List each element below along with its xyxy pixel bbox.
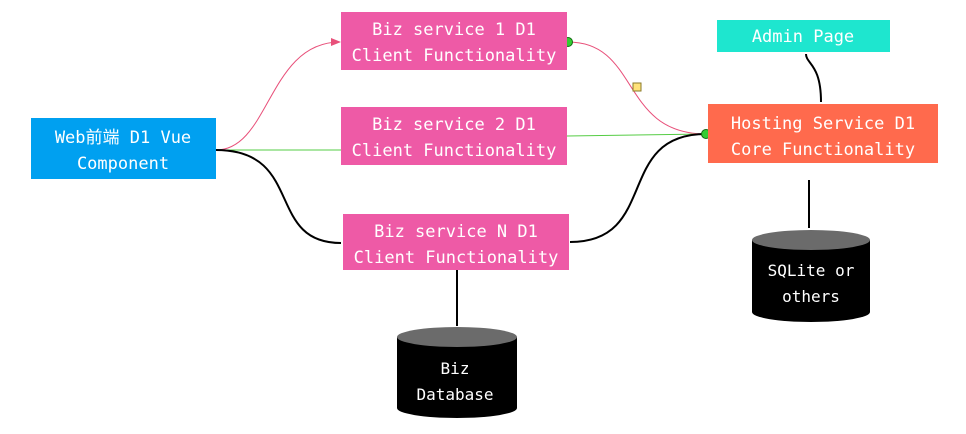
edge-web-to-biz1 (215, 38, 341, 151)
edge-bizN-to-hosting (569, 133, 707, 243)
node-label: Client Functionality (354, 248, 559, 268)
node-label: Hosting Service D1 (731, 114, 915, 134)
node-sqlite-database[interactable]: SQLite or others (752, 230, 870, 322)
node-label: Client Functionality (352, 141, 557, 161)
node-admin-page[interactable]: Admin Page (717, 20, 890, 52)
edge-web-to-bizN (215, 149, 342, 244)
node-label: Biz service N D1 (374, 222, 538, 242)
node-label: Component (77, 154, 169, 174)
node-label: Admin Page (752, 27, 854, 47)
edge-admin-to-hosting (805, 53, 822, 103)
node-label: Client Functionality (352, 46, 557, 66)
node-hosting-service[interactable]: Hosting Service D1 Core Functionality (708, 104, 938, 163)
waypoint-handle[interactable] (632, 82, 642, 92)
node-label: SQLite or (768, 261, 855, 280)
node-biz-service-n[interactable]: Biz service N D1 Client Functionality (343, 214, 569, 270)
node-biz-service-1[interactable]: Biz service 1 D1 Client Functionality (341, 12, 567, 70)
edge-biz1-to-hosting (567, 41, 707, 135)
node-label: Biz service 2 D1 (372, 115, 536, 135)
node-label: Web前端 D1 Vue (55, 128, 191, 148)
node-label: Database (416, 385, 493, 404)
node-biz-service-2[interactable]: Biz service 2 D1 Client Functionality (341, 107, 567, 165)
node-web-frontend[interactable]: Web前端 D1 Vue Component (31, 118, 216, 179)
node-label: Biz (441, 359, 470, 378)
node-label: others (782, 287, 840, 306)
edge-biz2-to-hosting (566, 133, 707, 137)
node-label: Core Functionality (731, 140, 915, 160)
node-label: Biz service 1 D1 (372, 20, 536, 40)
node-biz-database[interactable]: Biz Database (397, 327, 517, 418)
